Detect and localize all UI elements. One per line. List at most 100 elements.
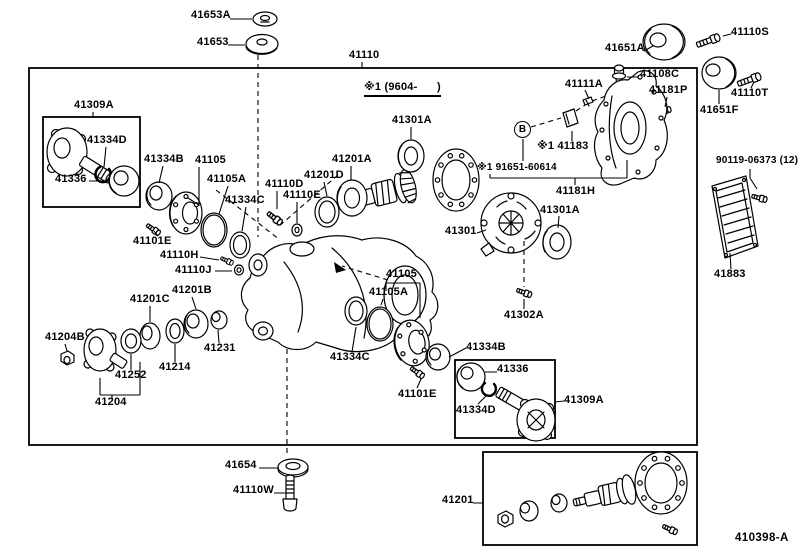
- bearing-41334b-mid-art: [425, 343, 451, 371]
- bolt-41110w-art: [282, 474, 298, 512]
- seal-41334c-mid-art: [344, 296, 368, 326]
- seal-41201d-art: [314, 196, 340, 228]
- part-label-41110h: 41110H: [160, 249, 199, 261]
- bearing-41334b-left-art: [145, 181, 173, 211]
- part-label-41336-box: 41336: [497, 363, 529, 375]
- part-label-41181p: 41181P: [649, 84, 688, 96]
- part-label-41214: 41214: [159, 361, 191, 373]
- part-label-41301a-upper: 41301A: [392, 114, 432, 126]
- part-label-41334d-left: 41334D: [87, 134, 127, 146]
- part-label-41105-left: 41105: [195, 154, 226, 166]
- part-label-41334c-mid: 41334C: [330, 351, 370, 363]
- part-label-41111a: 41111A: [565, 78, 603, 90]
- part-label-41651a: 41651A: [605, 42, 645, 54]
- part-label-41334c-left: 41334C: [225, 194, 265, 206]
- side-gear-shaft-box-art: [495, 386, 556, 442]
- part-label-41105a-left: 41105A: [207, 173, 247, 185]
- ring-gear-kit-art: [634, 451, 688, 515]
- o-ring-41105a-mid-art: [366, 306, 394, 342]
- part-label-41105a-mid: 41105A: [369, 286, 409, 298]
- part-label-41204b: 41204B: [45, 331, 85, 343]
- mount-cushion-41651a-art: [642, 23, 686, 61]
- part-label-41181h: 41181H: [556, 185, 596, 197]
- dashed-lines: [215, 55, 607, 455]
- bolt-41101e-mid-art: [408, 364, 427, 381]
- part-label-41883: 41883: [714, 268, 746, 280]
- part-label-41201a: 41201A: [332, 153, 372, 165]
- part-label-41105-mid: 41105: [386, 268, 417, 280]
- part-label-41201-kit: 41201: [442, 494, 474, 506]
- bearing-41301a-upper-art: [397, 139, 425, 173]
- bearing-41336-box-art: [456, 362, 486, 392]
- companion-flange-41204-art: [83, 328, 128, 372]
- part-label-41653a: 41653A: [191, 9, 231, 21]
- bolt-41110s-art: [695, 32, 722, 50]
- plug-41653-art: [245, 33, 279, 55]
- part-label-41204: 41204: [95, 396, 127, 408]
- bearing-41201a-art: [336, 179, 368, 217]
- part-label-41301a-right: 41301A: [540, 204, 580, 216]
- snap-ring-41334d-box-art: [480, 381, 498, 397]
- bolt-41110t-art: [736, 71, 763, 89]
- washer-41110e-art: [291, 223, 303, 237]
- o-ring-41105a-left-art: [200, 212, 228, 248]
- part-label-41231: 41231: [204, 342, 236, 354]
- washer-41110j-art: [233, 264, 245, 276]
- part-label-41302a: 41302A: [504, 309, 544, 321]
- applicability-note: ※1 (9604- ): [364, 82, 441, 97]
- extension-housing-41105-left-art: [168, 191, 203, 235]
- seal-41201c-art: [139, 322, 161, 350]
- side-gear-shaft-kit-box-left: [42, 116, 141, 208]
- part-label-41110t: 41110T: [731, 87, 769, 99]
- part-label-41651f: 41651F: [700, 104, 739, 116]
- side-gear-shaft-kit-box-mid: [454, 359, 556, 439]
- bearing-41336-left-art: [108, 165, 140, 197]
- dashed-arrowhead: [334, 262, 346, 273]
- washer-41214-art: [165, 318, 185, 344]
- frame-boxes: [28, 67, 698, 546]
- bolt-kit-art: [661, 522, 679, 537]
- part-label-41201d: 41201D: [304, 169, 344, 181]
- part-label-41334d-box: 41334D: [456, 404, 496, 416]
- bearing-41201b-art: [183, 309, 209, 339]
- drive-pinion-kit-art: [572, 474, 637, 507]
- main-assembly-box: [28, 67, 698, 446]
- bolt-41110h-art: [219, 255, 235, 267]
- breather-plug-41108c-art: [611, 64, 627, 85]
- drive-pinion-kit-box: [482, 451, 698, 546]
- part-label-41201b: 41201B: [172, 284, 212, 296]
- part-label-41110w: 41110W: [233, 484, 274, 496]
- part-label-41108c: 41108C: [640, 68, 680, 80]
- part-label-41110e: 41110E: [283, 189, 321, 201]
- part-label-41183: ※1 41183: [537, 140, 589, 152]
- part-label-41110s: 41110S: [731, 26, 769, 38]
- shim-41183-art: [562, 108, 579, 128]
- part-label-41334b-left: 41334B: [144, 153, 184, 165]
- part-label-90119-06373: 90119-06373 (12): [716, 155, 799, 166]
- spacer-41231-art: [210, 310, 228, 330]
- diagram-code: 410398-A: [735, 532, 789, 544]
- part-label-41336-left: 41336: [55, 173, 87, 185]
- part-label-41334b-mid: 41334B: [466, 341, 506, 353]
- part-label-41110j: 41110J: [175, 264, 212, 276]
- bolt-41302a-art: [515, 286, 534, 299]
- part-label-41101e-mid: 41101E: [398, 388, 437, 400]
- washer-41654-art: [277, 458, 309, 478]
- extension-housing-41105-mid-art: [393, 319, 430, 367]
- plug-41653a-art: [252, 11, 278, 27]
- bearing-41301a-right-art: [542, 224, 572, 260]
- nut-kit-art: [497, 510, 514, 528]
- part-label-41653: 41653: [197, 36, 229, 48]
- part-label-41252: 41252: [115, 369, 147, 381]
- part-label-41110: 41110: [349, 49, 380, 61]
- bolt-90119-art: [750, 192, 769, 204]
- part-label-41101e-left: 41101E: [133, 235, 172, 247]
- nut-41204b-art: [60, 350, 75, 366]
- washer-kit-art: [550, 493, 568, 513]
- part-label-41309a-left: 41309A: [74, 99, 114, 111]
- seal-41334c-left-art: [229, 231, 251, 259]
- carrier-cover-41181h-art: [593, 70, 668, 186]
- part-label-41110d: 41110D: [265, 178, 304, 190]
